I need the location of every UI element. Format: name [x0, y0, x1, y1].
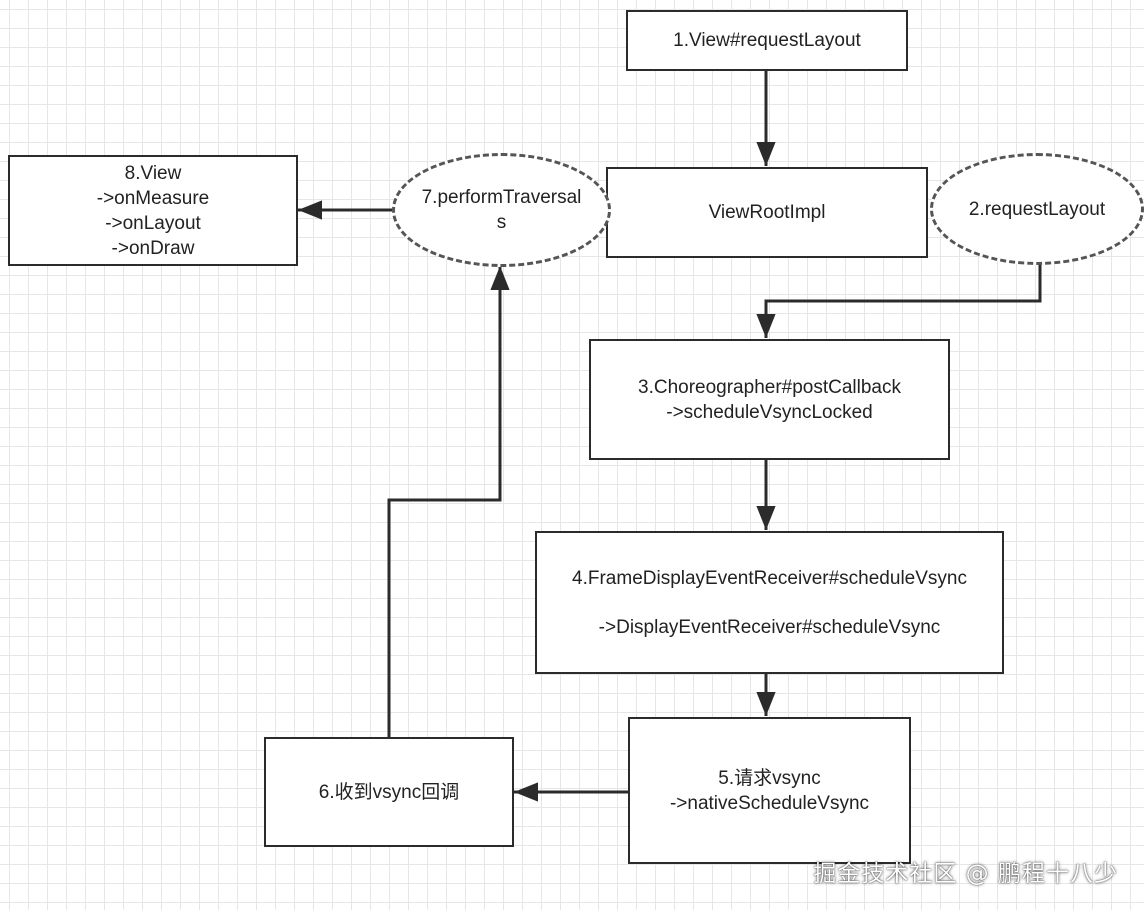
node-frame-display-event-receiver: 4.FrameDisplayEventReceiver#scheduleVsyn…: [535, 531, 1004, 674]
node-view-measure-layout-draw: 8.View ->onMeasure ->onLayout ->onDraw: [8, 155, 298, 266]
node-text: 1.View#requestLayout: [673, 30, 861, 51]
node-text: ->scheduleVsyncLocked: [666, 401, 873, 423]
arrow-2-to-3: [756, 264, 1042, 338]
arrow-6-to-7: [387, 266, 510, 737]
node-text: ->nativeScheduleVsync: [669, 792, 870, 814]
node-text: ->onDraw: [111, 237, 195, 259]
node-text: 4.FrameDisplayEventReceiver#scheduleVsyn…: [572, 567, 967, 589]
watermark-text: 掘金技术社区 @ 鹏程十八少: [813, 861, 1118, 887]
node-choreographer: 3.Choreographer#postCallback ->scheduleV…: [589, 339, 950, 460]
node-text: ->onMeasure: [96, 187, 210, 209]
node-text: ->onLayout: [105, 212, 201, 234]
node-text: 6.收到vsync回调: [318, 781, 460, 803]
node-perform-traversals: 7.performTraversal s: [392, 153, 611, 267]
node-view-request-layout: 1.View#requestLayout: [626, 10, 908, 71]
node-text: 2.requestLayout: [968, 198, 1106, 220]
node-vsync-callback: 6.收到vsync回调: [264, 737, 514, 847]
node-text: s: [496, 212, 507, 233]
node-request-vsync: 5.请求vsync ->nativeScheduleVsync: [628, 717, 911, 864]
node-text: 3.Choreographer#postCallback: [638, 376, 901, 398]
node-text: 7.performTraversal: [421, 187, 582, 208]
node-request-layout: 2.requestLayout: [930, 153, 1144, 265]
node-text: 5.请求vsync: [718, 767, 821, 789]
node-text: ViewRootImpl: [708, 202, 826, 223]
node-text: ->DisplayEventReceiver#scheduleVsync: [598, 616, 941, 638]
node-view-root-impl: ViewRootImpl: [606, 167, 928, 258]
node-text: 8.View: [124, 162, 182, 184]
